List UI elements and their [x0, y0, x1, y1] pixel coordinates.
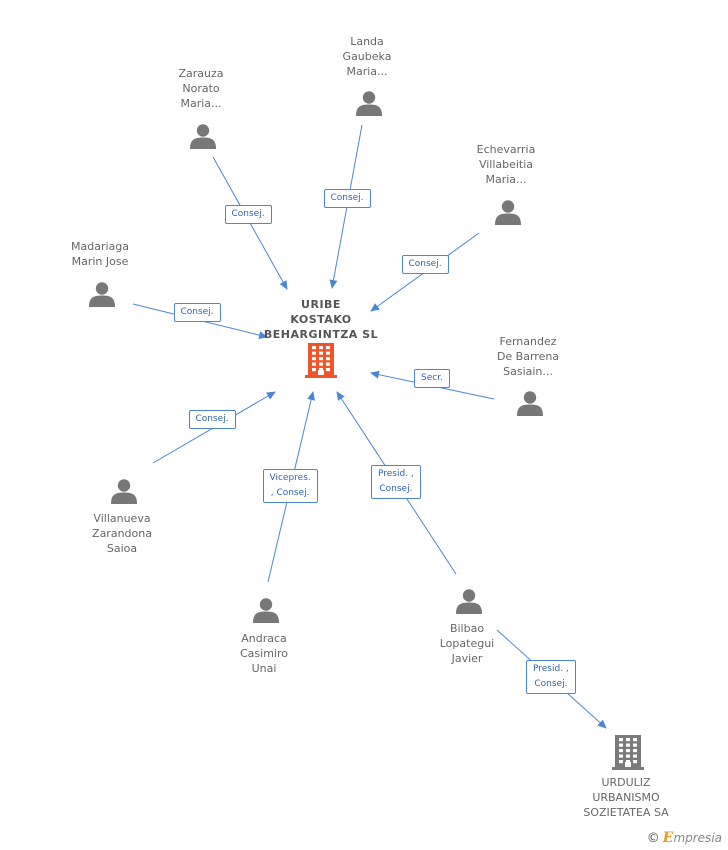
edge-role-badge-landa-center[interactable]: Consej.	[323, 188, 371, 208]
madariaga-name[interactable]: Madariaga Marin Jose	[71, 240, 129, 268]
fernandez-person-icon[interactable]	[516, 389, 544, 421]
edge-role-badge-fernandez-center[interactable]: Secr.	[414, 368, 450, 388]
brand-logo-text: mpresia	[673, 831, 722, 845]
zarauza-person-icon[interactable]	[189, 122, 217, 154]
urduliz-name[interactable]: URDULIZ URBANISMO SOZIETATEA SA	[583, 776, 669, 819]
bilbao-name[interactable]: Bilbao Lopategui Javier	[439, 622, 495, 665]
edge-role-badge-bilbao-center[interactable]: Presid. , Consej.	[371, 465, 421, 499]
echevarria-name[interactable]: Echevarria Villabeitia Maria...	[476, 143, 536, 186]
andraca-person-icon[interactable]	[252, 596, 280, 628]
center-company-name[interactable]: URIBE KOSTAKO BEHARGINTZA SL	[263, 298, 379, 341]
zarauza-name[interactable]: Zarauza Norato Maria...	[178, 67, 224, 110]
edge-role-badge-echevarria-center[interactable]: Consej.	[401, 254, 449, 274]
brand-logo-initial: E	[662, 830, 674, 846]
bilbao-person-icon[interactable]	[455, 587, 483, 619]
landa-name[interactable]: Landa Gaubeka Maria...	[342, 35, 392, 78]
villanueva-name[interactable]: Villanueva Zarandona Saioa	[92, 512, 152, 555]
edge-role-badge-villanueva-center[interactable]: Consej.	[188, 409, 236, 429]
villanueva-person-icon[interactable]	[110, 477, 138, 509]
urduliz-building-icon[interactable]	[612, 734, 644, 774]
edge-role-badge-zarauza-center[interactable]: Consej.	[224, 204, 272, 224]
copyright-symbol: ©	[646, 831, 660, 846]
edge-role-badge-andraca-center[interactable]: Vicepres. , Consej.	[262, 469, 318, 503]
landa-person-icon[interactable]	[355, 89, 383, 121]
edge-role-badge-bilbao-urduliz[interactable]: Presid. , Consej.	[526, 660, 576, 694]
edge-role-badge-madariaga-center[interactable]: Consej.	[173, 302, 221, 322]
andraca-name[interactable]: Andraca Casimiro Unai	[240, 632, 288, 675]
brand-watermark: ©Empresia	[647, 830, 722, 846]
fernandez-name[interactable]: Fernandez De Barrena Sasiain...	[496, 335, 560, 378]
echevarria-person-icon[interactable]	[494, 198, 522, 230]
madariaga-person-icon[interactable]	[88, 280, 116, 312]
center-company-building-icon[interactable]	[305, 342, 337, 382]
